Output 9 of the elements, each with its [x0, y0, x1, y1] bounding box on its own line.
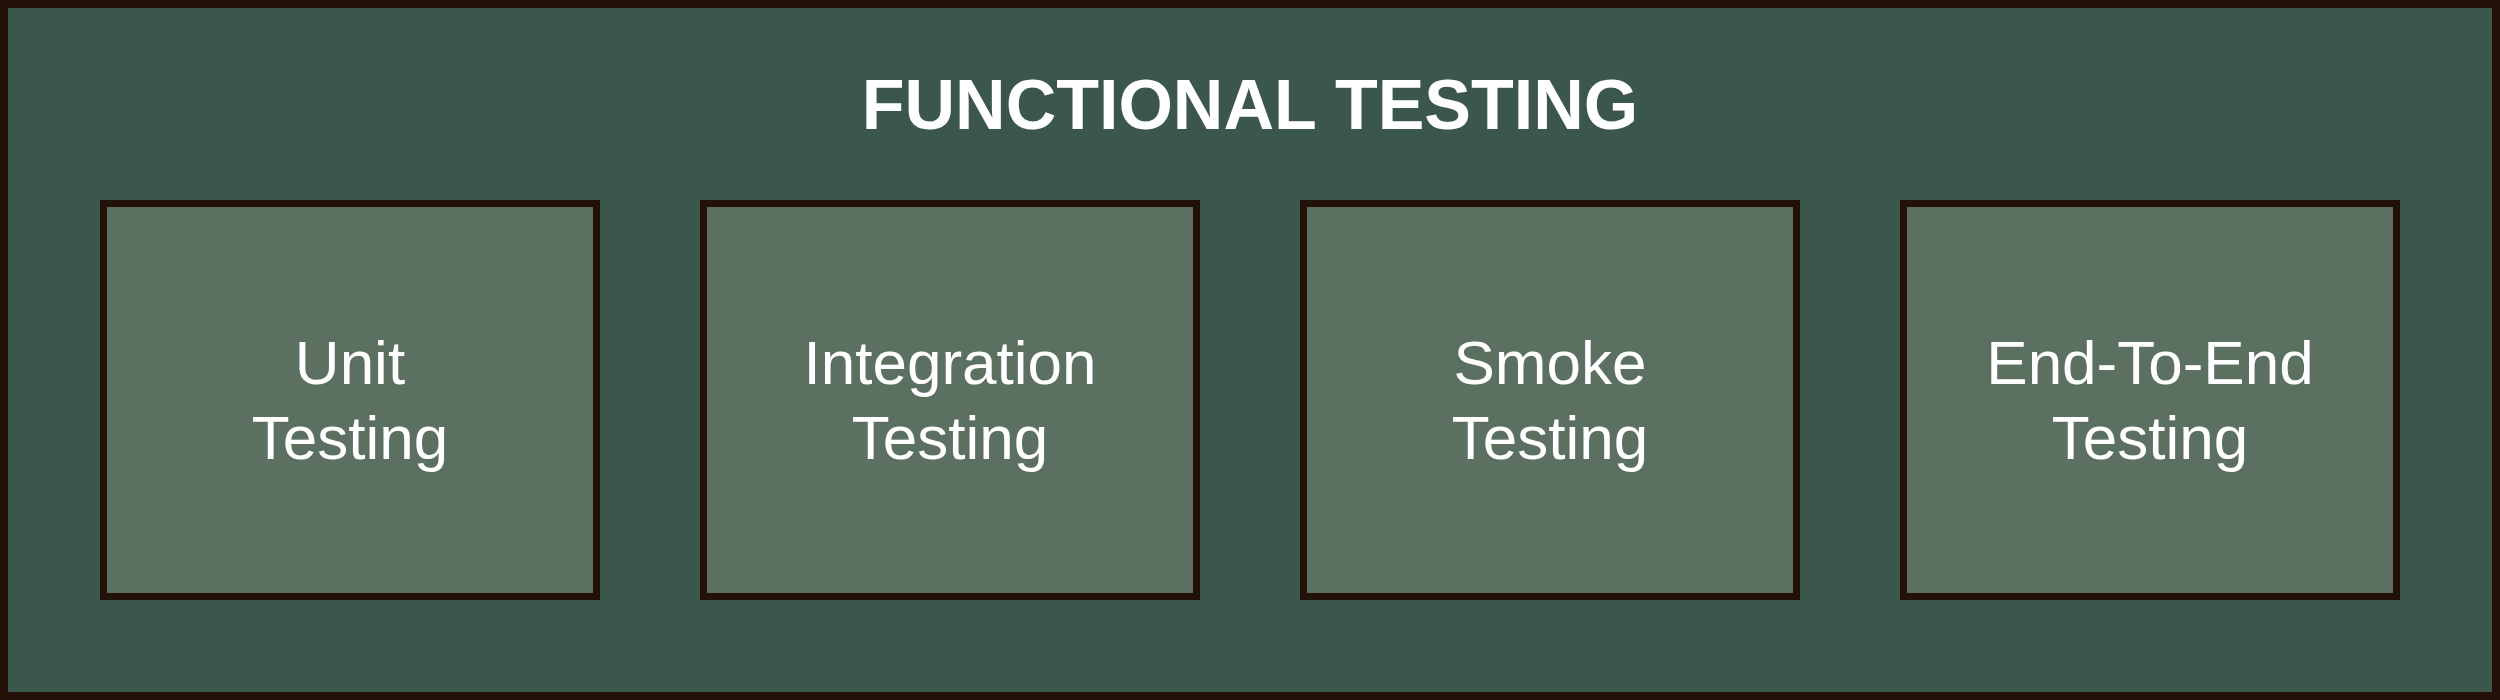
box-label: Smoke Testing — [1450, 327, 1650, 474]
process-box — [100, 200, 600, 600]
box-label: End-To-End Testing — [1985, 327, 2315, 474]
box-label: Integration Testing — [802, 327, 1098, 474]
process-box — [1300, 200, 1800, 600]
box-label: Unit Testing — [250, 327, 450, 474]
panel-title: FUNCTIONAL TESTING — [861, 65, 1639, 145]
process-box — [700, 200, 1200, 600]
process-box — [1900, 200, 2400, 600]
